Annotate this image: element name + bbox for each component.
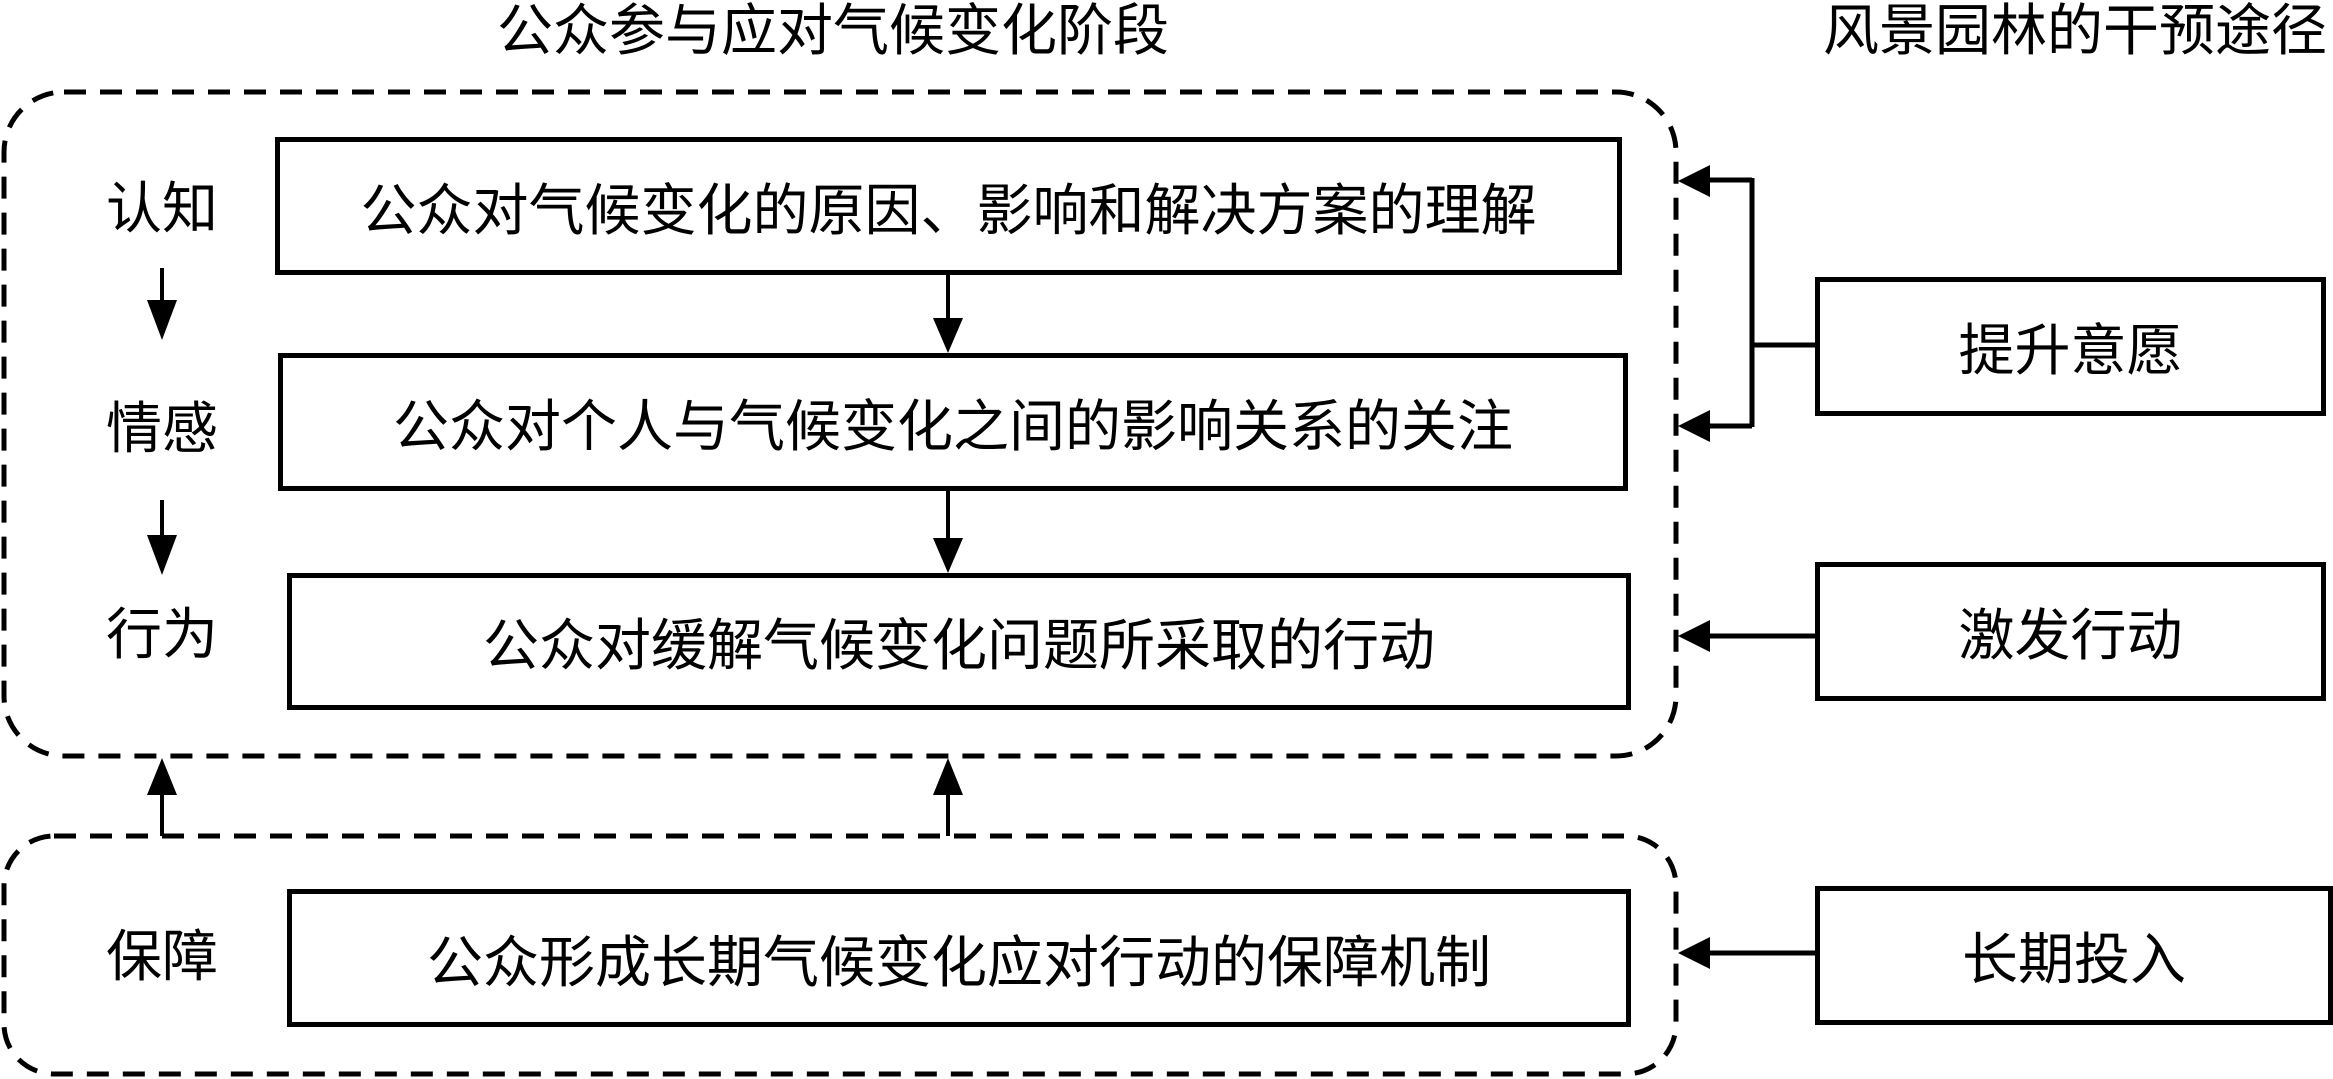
box-arrow-1-2	[933, 275, 963, 353]
stage-description-emotion: 公众对个人与气候变化之间的影响关系的关注	[393, 394, 1513, 460]
intervention-label-long-term-investment: 长期投入	[1962, 928, 2186, 993]
stage-box-guarantee: 公众形成长期气候变化应对行动的保障机制	[287, 889, 1631, 1027]
connector-raise-willingness	[1678, 165, 1815, 442]
connector-long-term-investment	[1678, 937, 1815, 969]
stage-box-behavior: 公众对缓解气候变化问题所采取的行动	[287, 573, 1631, 710]
connector-stimulate-action	[1678, 620, 1815, 652]
stage-label-cognition: 认知	[106, 177, 218, 242]
stage-label-emotion: 情感	[106, 397, 218, 462]
intervention-box-long-term-investment: 长期投入	[1815, 886, 2333, 1025]
stage-arrow-emotion-behavior	[147, 500, 177, 575]
intervention-label-raise-willingness: 提升意愿	[1958, 319, 2183, 384]
stage-description-behavior: 公众对缓解气候变化问题所采取的行动	[483, 614, 1435, 679]
intervention-box-raise-willingness: 提升意愿	[1815, 277, 2326, 416]
guarantee-arrow-center	[933, 758, 963, 836]
intervention-box-stimulate-action: 激发行动	[1815, 562, 2326, 701]
stage-label-behavior: 行为	[106, 603, 218, 668]
guarantee-arrow-left	[147, 758, 177, 836]
interventions-title: 风景园林的干预途径	[1823, 0, 2327, 64]
stages-group-frame	[1, 89, 1679, 759]
stage-arrow-cognition-emotion	[147, 268, 177, 340]
stages-title: 公众参与应对气候变化阶段	[497, 0, 1169, 64]
stage-box-cognition: 公众对气候变化的原因、影响和解决方案的理解	[275, 137, 1622, 275]
stage-box-emotion: 公众对个人与气候变化之间的影响关系的关注	[278, 353, 1628, 491]
stage-description-cognition: 公众对气候变化的原因、影响和解决方案的理解	[360, 178, 1537, 244]
intervention-label-stimulate-action: 激发行动	[1958, 604, 2183, 669]
stage-label-guarantee: 保障	[106, 925, 218, 990]
box-arrow-2-3	[933, 491, 963, 573]
stage-description-guarantee: 公众形成长期气候变化应对行动的保障机制	[427, 930, 1491, 996]
